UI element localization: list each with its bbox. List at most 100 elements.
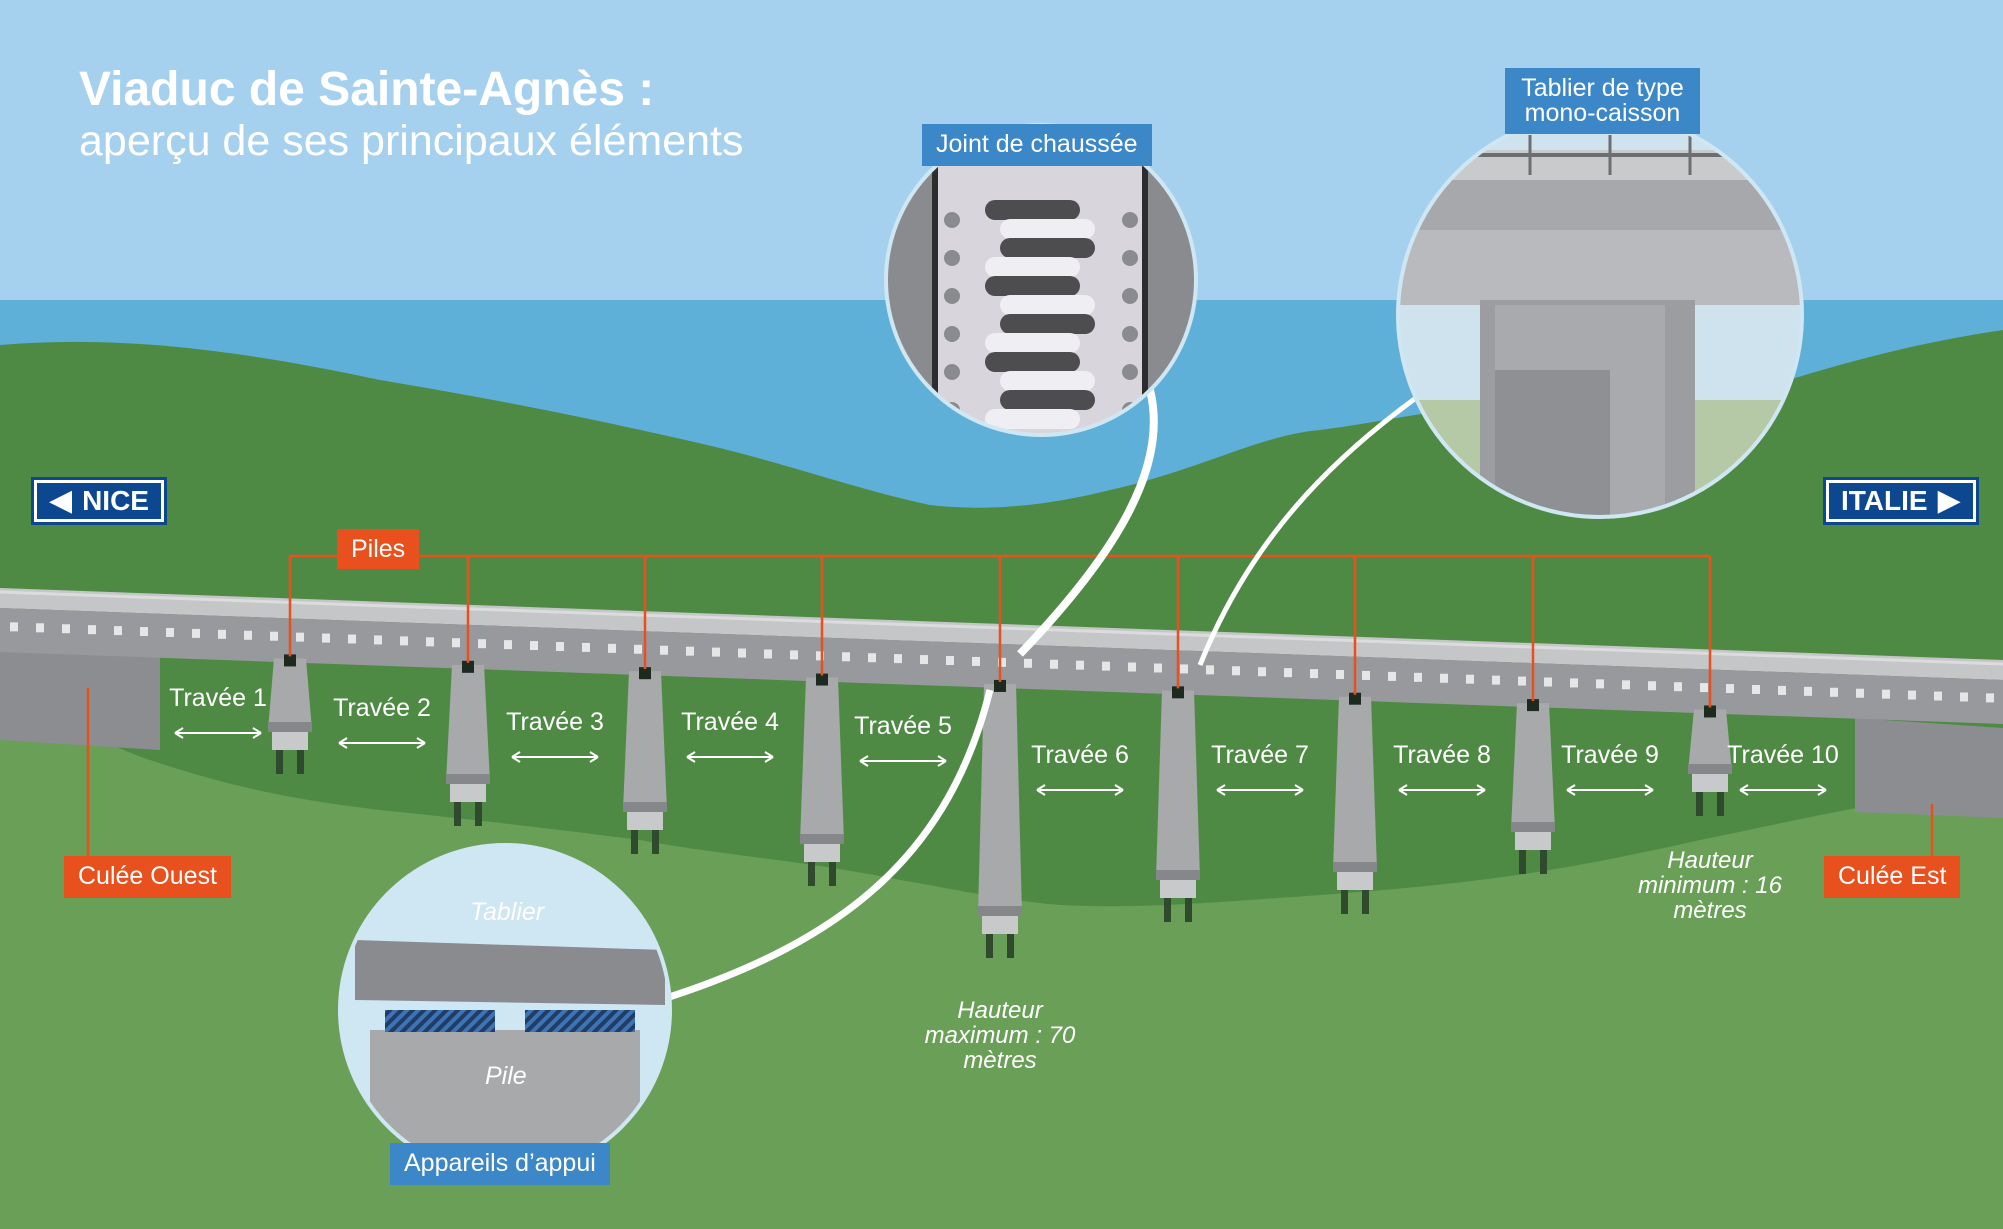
pier-band (623, 802, 667, 812)
deck-panel (1388, 671, 1396, 681)
title-line1: Viaduc de Sainte-Agnès : (79, 63, 655, 116)
deck-panel (1336, 670, 1344, 680)
joint-finger (1000, 219, 1095, 239)
joint-finger (985, 409, 1080, 429)
deck-panel (894, 654, 902, 664)
deck-panel (1622, 680, 1630, 690)
pier-foot (986, 934, 993, 958)
deck-panel (1544, 677, 1552, 687)
pier-cap (982, 916, 1018, 934)
span-label: Travée 9 (1561, 741, 1659, 769)
joint-finger (1000, 371, 1095, 391)
span-arrow (174, 727, 262, 739)
pier-cap (1337, 872, 1373, 890)
pier-bearing (462, 660, 474, 673)
deck-panel (1674, 682, 1682, 692)
deck-panel (1700, 683, 1708, 693)
span-arrow (1036, 784, 1124, 796)
pier-band (1333, 862, 1377, 872)
pier-band (978, 906, 1022, 916)
inset-tablier-label: Tablier (470, 898, 545, 926)
pier-cap (450, 784, 486, 802)
deck-panel (1830, 687, 1838, 697)
deck-panel (660, 645, 668, 655)
joint-finger (985, 333, 1080, 353)
deck-panel (946, 656, 954, 666)
pier-foot (297, 750, 304, 774)
deck-panel (1648, 681, 1656, 691)
pier-cap (627, 812, 663, 830)
pier-foot (1519, 850, 1526, 874)
pile-indicators (288, 554, 1712, 708)
label-joint: Joint de chaussée (922, 124, 1152, 166)
deck-panel (1960, 692, 1968, 702)
inset-caisson (1398, 113, 1802, 517)
label-culee-est: Culée Est (1824, 856, 1961, 898)
pier-foot (1540, 850, 1547, 874)
span-label: Travée 10 (1727, 741, 1839, 769)
pier-foot (475, 802, 482, 826)
span-arrow (1739, 784, 1827, 796)
inset-joint (886, 125, 1196, 435)
span-label: Travée 7 (1211, 741, 1309, 769)
deck-panel (1466, 674, 1474, 684)
pier-foot (454, 802, 461, 826)
deck-panel (1804, 686, 1812, 696)
deck-panel (426, 637, 434, 647)
pier-foot (1696, 792, 1703, 816)
span-label: Travée 5 (854, 712, 952, 740)
pier (1156, 690, 1200, 878)
span-label: Travée 2 (333, 694, 431, 722)
deck-panel (478, 639, 486, 649)
deck-panel (712, 647, 720, 657)
pier-band (1156, 870, 1200, 880)
deck-panel (530, 641, 538, 651)
label-tablier-type: Tablier de type mono-caisson (1505, 68, 1700, 134)
pier-band (268, 722, 312, 732)
deck-panel (166, 627, 174, 637)
deck-panel (1752, 684, 1760, 694)
culee-ouest (0, 632, 160, 750)
deck-panel (400, 636, 408, 646)
deck-panel (114, 626, 122, 636)
deck-panel (10, 622, 18, 632)
pier-foot (829, 862, 836, 886)
deck-panel (1934, 691, 1942, 701)
deck-panel (1102, 661, 1110, 671)
deck-panel (556, 641, 564, 651)
deck-panel (842, 652, 850, 662)
pier-band (1511, 822, 1555, 832)
deck-panel (1024, 658, 1032, 668)
label-appareils: Appareils d’appui (390, 1143, 610, 1185)
deck-panel (686, 646, 694, 656)
label-piles: Piles (337, 529, 420, 569)
pier-foot (808, 862, 815, 886)
span-arrow (1216, 784, 1304, 796)
span-arrow (511, 751, 599, 763)
deck-panel (1596, 679, 1604, 689)
deck-panel (608, 643, 616, 653)
span-label: Travée 4 (681, 708, 779, 736)
joint-slot (1000, 314, 1095, 334)
deck-panel (322, 633, 330, 643)
span-arrow (686, 751, 774, 763)
pier (800, 677, 844, 842)
deck-panel (1310, 669, 1318, 679)
title-line2: aperçu de ses principaux éléments (79, 117, 744, 166)
leader-joint (1017, 389, 1158, 657)
deck-panel (1284, 668, 1292, 678)
pier-cap (1160, 880, 1196, 898)
pier-cap (1515, 832, 1551, 850)
deck-panel (1050, 659, 1058, 669)
pier (268, 658, 312, 730)
pier-bearing (1527, 699, 1539, 712)
deck-panel (868, 653, 876, 663)
pier-foot (1717, 792, 1724, 816)
span-label: Travée 6 (1031, 741, 1129, 769)
pier-bearing (1704, 705, 1716, 718)
pier (446, 664, 490, 782)
deck-panel (1492, 675, 1500, 685)
span-label: Travée 1 (169, 684, 267, 712)
joint-finger (985, 257, 1080, 277)
